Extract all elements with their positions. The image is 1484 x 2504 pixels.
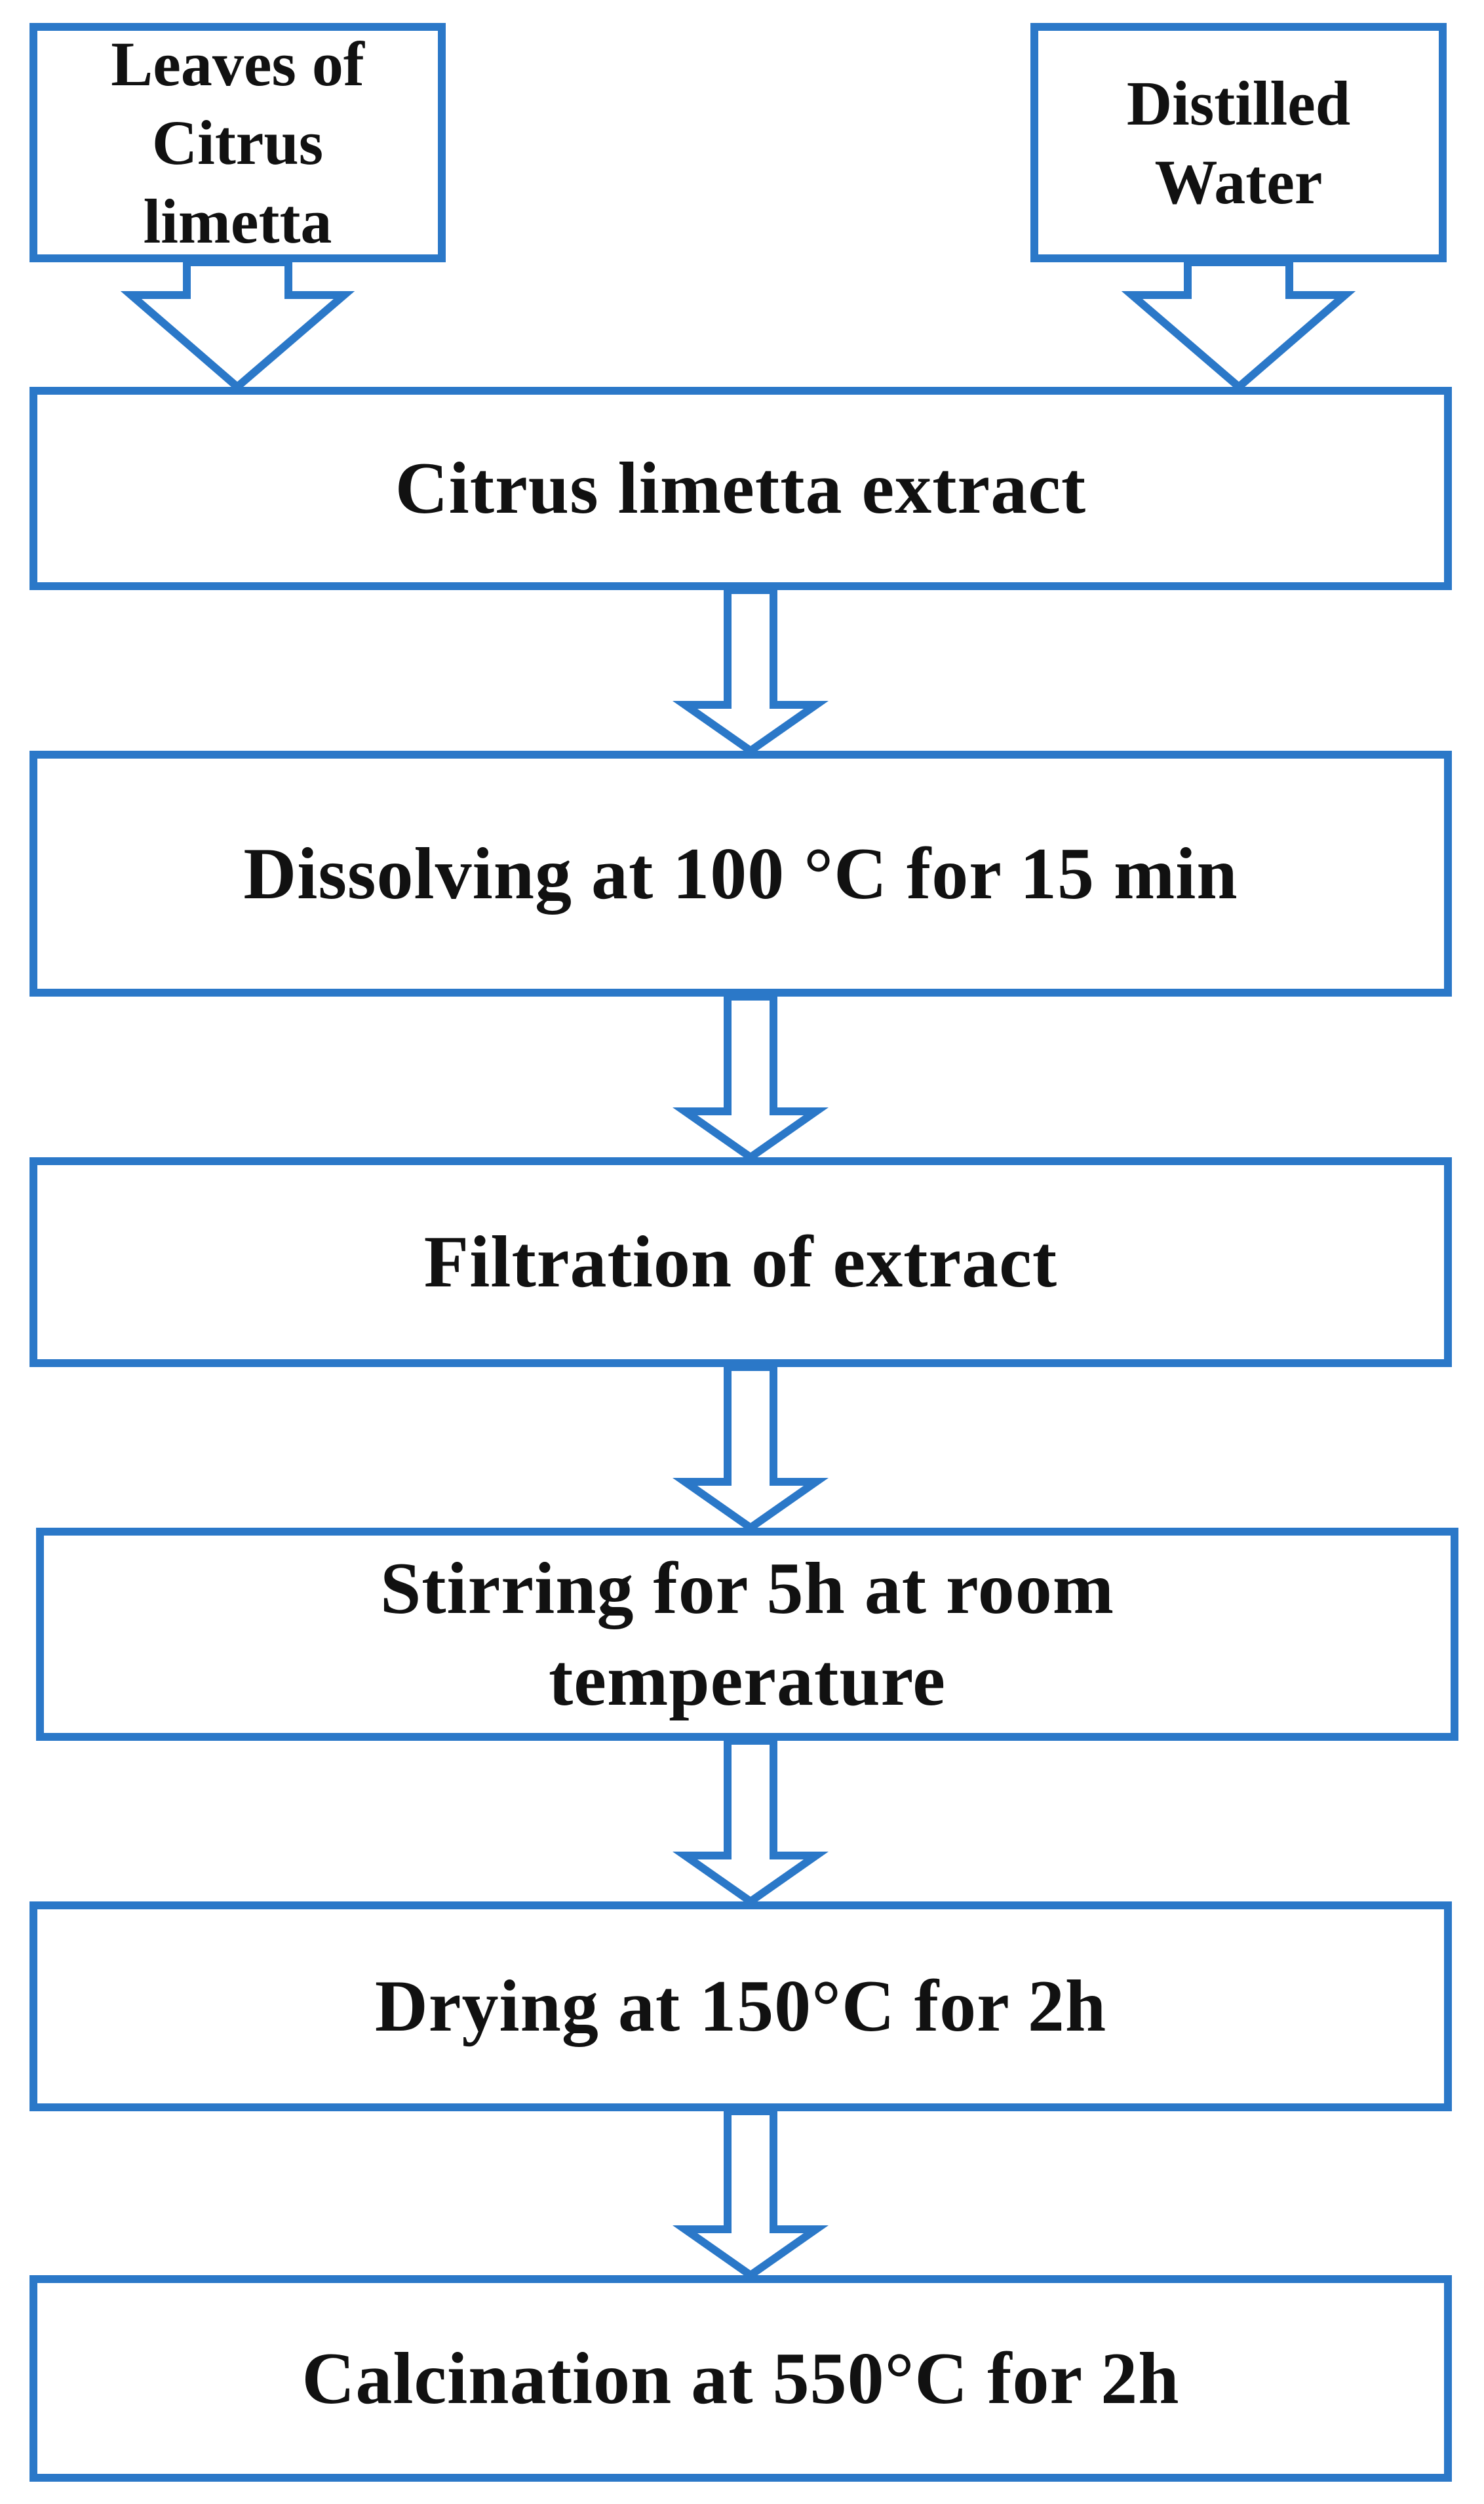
input-box-water: Distilled Water — [1030, 23, 1447, 262]
step-box-extract: Citrus limetta extract — [29, 387, 1452, 590]
arrow-water-to-extract — [1121, 258, 1356, 392]
arrow-dissolving-to-filtration — [672, 993, 829, 1163]
arrow-drying-to-calcination — [672, 2107, 829, 2280]
step-box-stirring: Stirring for 5h at room temperature — [36, 1528, 1458, 1741]
arrow-leaves-to-extract — [120, 258, 355, 392]
input-label-water: Distilled Water — [1126, 68, 1351, 217]
step-box-calcination: Calcination at 550°C for 2h — [29, 2275, 1452, 2482]
step-label-filtration: Filtration of extract — [423, 1222, 1058, 1303]
step-label-dissolving: Dissolving at 100 °C for 15 min — [243, 833, 1238, 915]
input-box-leaves: Leaves of Citrus limetta — [29, 23, 446, 262]
step-box-filtration: Filtration of extract — [29, 1157, 1452, 1367]
step-label-calcination: Calcination at 550°C for 2h — [302, 2337, 1180, 2419]
step-label-extract: Citrus limetta extract — [395, 448, 1087, 529]
step-box-drying: Drying at 150°C for 2h — [29, 1901, 1452, 2111]
step-label-stirring: Stirring for 5h at room temperature — [380, 1547, 1115, 1721]
arrow-stirring-to-drying — [672, 1737, 829, 1907]
arrow-extract-to-dissolving — [672, 586, 829, 756]
step-box-dissolving: Dissolving at 100 °C for 15 min — [29, 751, 1452, 997]
arrow-filtration-to-stirring — [672, 1363, 829, 1533]
step-label-drying: Drying at 150°C for 2h — [374, 1966, 1107, 2047]
input-label-leaves: Leaves of Citrus limetta — [111, 28, 364, 256]
